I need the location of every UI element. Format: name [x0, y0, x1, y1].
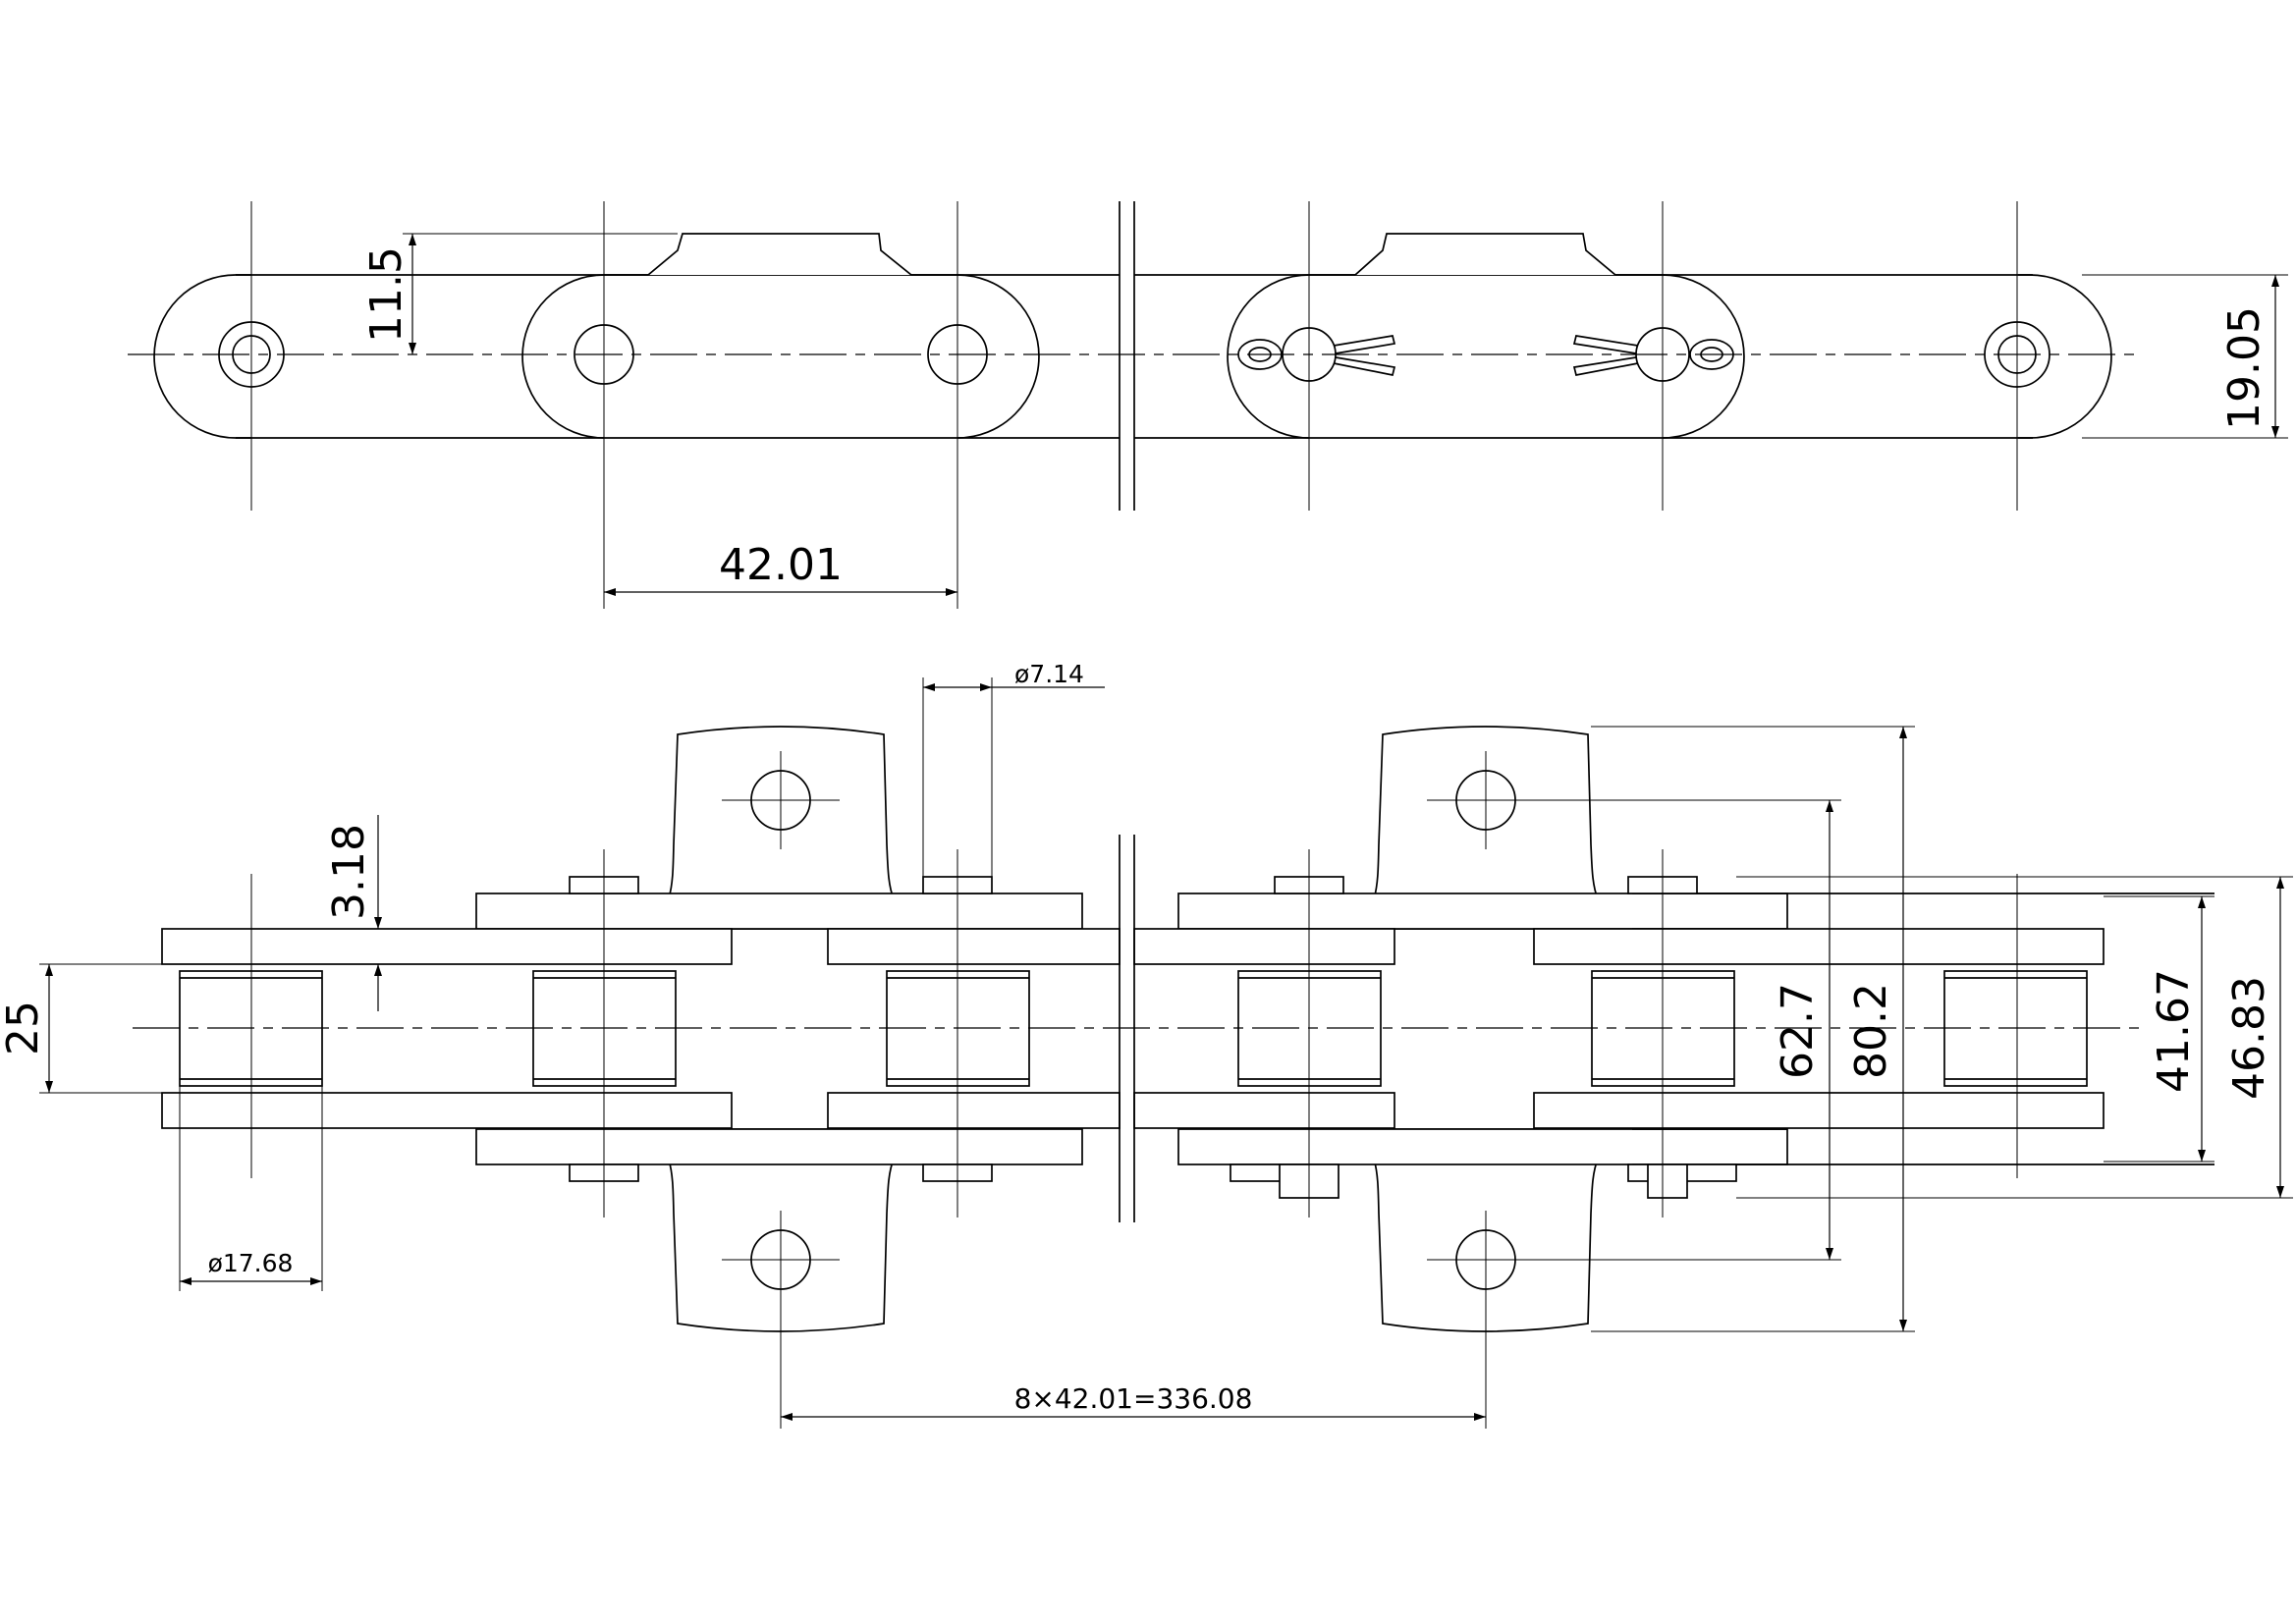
dim-overall-width: 46.83 [1736, 876, 2293, 1199]
centerlines-top [128, 201, 2141, 609]
dim-roller-diameter: ø17.68 [179, 1086, 323, 1291]
dim-label-pitch: 42.01 [719, 540, 843, 590]
attachment-tab-top-2 [1309, 233, 1663, 276]
end-link-right [2018, 274, 2112, 439]
dim-top-height: 19.05 [2082, 274, 2288, 439]
dim-label-attachment-width: 80.2 [1846, 983, 1896, 1079]
dim-label-overall-width: 46.83 [2224, 976, 2274, 1100]
dim-label-offset: 11.5 [361, 246, 411, 343]
dim-label-hole-span: 62.7 [1773, 983, 1823, 1079]
chain-plan-view: ø7.14 3.18 25 ø17.68 62.7 [0, 660, 2293, 1429]
attachment-plates [642, 726, 1633, 1332]
cotter-pin-right [1572, 335, 1734, 376]
dim-inner-width: 25 [0, 963, 162, 1094]
dim-attachment-width: 80.2 [1591, 726, 1915, 1332]
centerlines-bottom [133, 849, 2141, 1217]
dim-pin-width: 41.67 [2104, 895, 2214, 1163]
outer-plates [475, 893, 2214, 1165]
break-lines-top [1119, 201, 1135, 511]
dim-label-roller-diameter: ø17.68 [208, 1249, 294, 1277]
dim-label-pin-diameter: ø7.14 [1014, 660, 1084, 688]
dim-attachment-spacing: 8×42.01=336.08 [780, 1289, 1487, 1429]
dim-top-offset: 11.5 [361, 233, 678, 354]
link-plate-outlines [153, 233, 2112, 439]
end-link-left [153, 274, 251, 439]
chain-side-view: 42.01 11.5 19.05 [128, 201, 2288, 609]
inner-plates [161, 928, 2105, 1129]
dim-label-height: 19.05 [2219, 306, 2269, 430]
dim-label-inner-width: 25 [0, 1001, 48, 1055]
dim-label-pin-width: 41.67 [2149, 969, 2199, 1093]
dim-pin-diameter: ø7.14 [922, 660, 1105, 879]
dim-label-attachment-spacing: 8×42.01=336.08 [1014, 1382, 1253, 1415]
cotter-pin-left [1237, 335, 1396, 376]
attachment-tab-top-1 [604, 233, 957, 276]
dim-top-pitch: 42.01 [604, 540, 957, 596]
dim-plate-thickness: 3.18 [324, 815, 382, 1011]
dim-label-plate-thickness: 3.18 [324, 824, 374, 920]
attachment-link-2 [1227, 274, 1745, 439]
attachment-link-1 [521, 274, 1040, 439]
